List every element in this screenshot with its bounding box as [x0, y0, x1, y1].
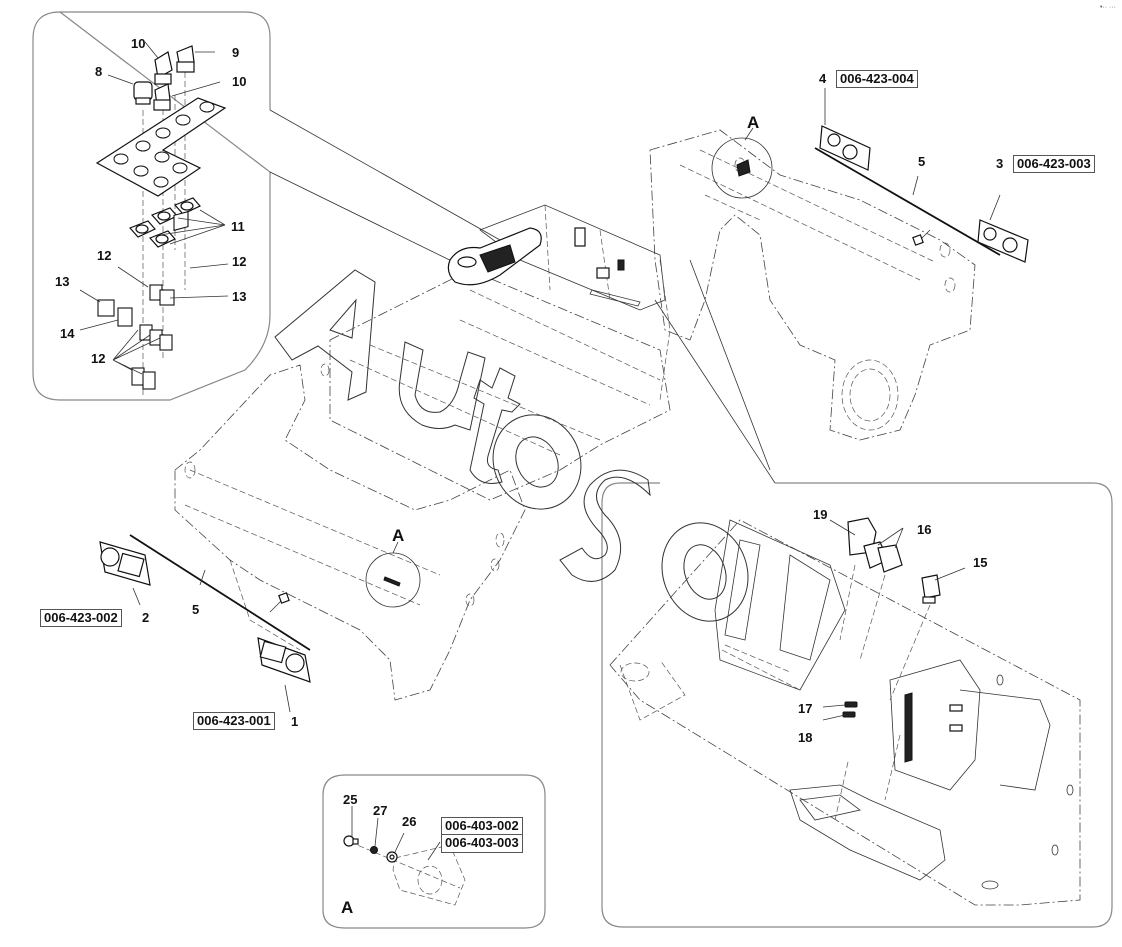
front-lights-assembly	[99, 534, 311, 713]
corner-mark: •·· ···	[1099, 4, 1116, 11]
callout-11: 11	[231, 219, 245, 234]
part-number-006-403-002[interactable]: 006-403-002	[445, 818, 519, 833]
callout-27: 27	[373, 803, 388, 818]
inset-leader-lines	[269, 109, 776, 484]
relay-15	[921, 574, 941, 599]
washer-26	[386, 851, 398, 863]
part-number-stack-detail-a: 006-403-002 006-403-003	[441, 817, 523, 853]
callout-2: 2	[142, 610, 150, 625]
detail-a-ref-top[interactable]: A	[747, 113, 760, 132]
fuse-17	[844, 701, 858, 708]
callout-13-left: 13	[55, 274, 70, 289]
callout-14: 14	[60, 326, 75, 341]
callout-3: 3	[996, 156, 1004, 171]
cable-5-front	[129, 534, 311, 651]
callout-15: 15	[973, 555, 988, 570]
work-light-3	[977, 219, 1029, 263]
callout-12-right: 12	[232, 254, 247, 269]
work-light-1	[257, 637, 311, 683]
callout-16: 16	[917, 522, 932, 537]
callout-12-left: 12	[97, 248, 112, 263]
knob-10b	[153, 83, 171, 111]
callout-10-top: 10	[131, 36, 146, 51]
callout-4: 4	[819, 71, 827, 86]
callout-1: 1	[291, 714, 299, 729]
switch-panel-parts	[79, 41, 229, 395]
detail-a-circle-top	[711, 137, 773, 199]
inset-frame-switch-panel	[32, 11, 271, 401]
membrane-plate	[95, 97, 227, 197]
relay-16b	[877, 544, 903, 573]
control-panel-parts	[609, 517, 1081, 906]
callout-5-rear: 5	[918, 154, 926, 169]
main-chassis	[174, 127, 976, 701]
cable-5-rear	[814, 147, 1001, 256]
callout-18: 18	[798, 730, 813, 745]
callout-25: 25	[343, 792, 358, 807]
part-number-006-423-004[interactable]: 006-423-004	[836, 70, 918, 89]
callout-10-bottom: 10	[232, 74, 247, 89]
part-number-006-423-002[interactable]: 006-423-002	[40, 609, 122, 628]
bolt-25	[343, 835, 359, 847]
inset-frame-control-panel	[601, 482, 1113, 928]
part-number-006-423-001[interactable]: 006-423-001	[193, 712, 275, 731]
callout-12-bottom: 12	[91, 351, 106, 366]
callout-5-front: 5	[192, 602, 200, 617]
callout-9: 9	[232, 45, 240, 60]
callout-26: 26	[402, 814, 417, 829]
watermark-autosoft	[274, 269, 749, 622]
washer-27	[370, 846, 378, 854]
callout-8: 8	[95, 64, 103, 79]
knob-9	[176, 45, 195, 73]
detail-a-title: A	[341, 898, 354, 917]
part-number-006-423-003[interactable]: 006-423-003	[1013, 155, 1095, 174]
rear-lights-assembly	[814, 88, 1029, 263]
knob-10a	[154, 51, 173, 85]
knob-8	[133, 81, 153, 105]
fuse-18	[842, 711, 856, 718]
detail-a-parts	[343, 806, 466, 906]
inset-frame-detail-a	[322, 774, 546, 929]
work-light-2	[99, 541, 151, 586]
callout-19: 19	[813, 507, 828, 522]
part-number-006-403-003[interactable]: 006-403-003	[442, 834, 522, 851]
callout-17: 17	[798, 701, 813, 716]
detail-a-ref-bottom[interactable]: A	[392, 526, 405, 545]
callout-13-right: 13	[232, 289, 247, 304]
work-light-4	[819, 125, 871, 171]
